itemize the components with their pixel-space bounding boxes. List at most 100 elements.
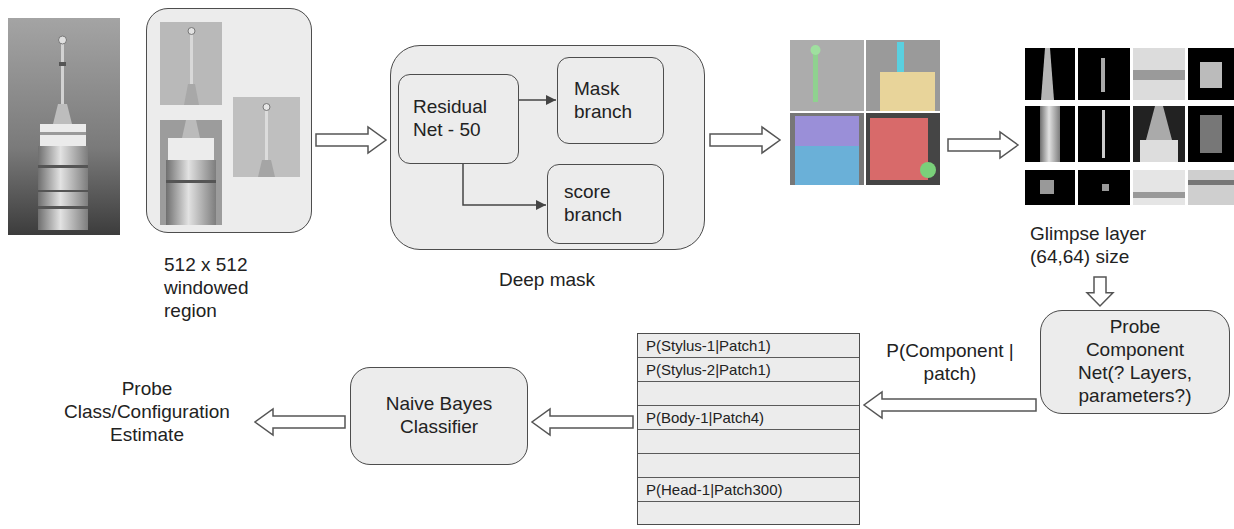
caption: 512 x 512 windowed region <box>164 254 289 322</box>
box-fill <box>350 367 528 465</box>
probe-photo <box>59 36 67 44</box>
box-fill <box>146 8 312 233</box>
glimpse-tiles <box>1041 48 1054 100</box>
connector-arrow <box>519 99 556 101</box>
caption: Deep mask <box>391 269 703 292</box>
connector-arrow <box>463 164 546 205</box>
windowed-crop <box>263 104 270 111</box>
glimpse-tiles <box>1188 48 1234 100</box>
flow-arrow <box>255 409 345 435</box>
glimpse-tiles <box>1133 192 1185 198</box>
windowed-crop <box>160 22 222 105</box>
probe-photo <box>40 132 86 135</box>
deep-mask-box: Deep maskResidual Net - 50Mask branchsco… <box>390 45 705 250</box>
process-box: Naive Bayes Classifier <box>350 367 528 465</box>
windowed-crop <box>168 138 214 160</box>
glimpse-tiles <box>1133 48 1185 100</box>
block-arrow <box>532 409 633 435</box>
glimpse-tiles <box>1078 48 1130 100</box>
glimpse-tiles <box>1146 106 1172 140</box>
edge-label: P(Component | patch) <box>875 340 1025 386</box>
process-box: Probe Component Net(? Layers, parameters… <box>1040 310 1230 414</box>
box-fill <box>637 333 860 525</box>
mask-output-images <box>866 40 940 111</box>
mask-output-images <box>795 146 859 185</box>
box-label: score branch <box>564 181 647 227</box>
mask-output-images <box>790 113 864 185</box>
mask-output-images <box>811 45 821 55</box>
glimpse-layer-group: Glimpse layer (64,64) size <box>1025 45 1234 273</box>
glimpse-tiles <box>1078 106 1130 162</box>
mask-output-images <box>790 40 864 111</box>
windowed-crop <box>182 120 200 138</box>
box-fill <box>146 8 1230 525</box>
table-cell: P(Stylus-1|Patch1) <box>638 334 859 358</box>
table-cell: P(Head-1|Patch300) <box>638 478 859 502</box>
probe-photo <box>59 62 66 66</box>
glimpse-tiles <box>1025 48 1234 205</box>
glimpse-tiles <box>1133 106 1185 162</box>
glimpse-tiles <box>1102 184 1109 191</box>
flow-arrow <box>710 127 780 153</box>
glimpse-tiles <box>1025 170 1075 205</box>
glimpse-tiles <box>1040 106 1060 162</box>
box-fill <box>390 45 705 250</box>
caption: Glimpse layer (64,64) size <box>1030 223 1170 269</box>
box-label: Naive Bayes Classifier <box>361 393 517 439</box>
glimpse-tiles <box>1101 58 1105 92</box>
process-box: Residual Net - 50 <box>398 74 519 164</box>
process-box: Mask branch <box>557 57 664 144</box>
box-fill <box>398 74 519 164</box>
probe-photo <box>38 146 88 230</box>
table-cell: P(Stylus-2|Patch1) <box>638 358 859 382</box>
probe-photo <box>40 124 86 146</box>
windowed-crop <box>160 22 300 225</box>
glimpse-tiles <box>1133 170 1185 205</box>
probe-photo <box>53 104 72 124</box>
glimpse-tiles <box>1078 170 1130 205</box>
windowed-crop <box>166 160 216 225</box>
glimpse-tiles <box>1200 62 1222 88</box>
process-box: score branch <box>547 164 664 244</box>
mask-output-images <box>897 42 904 72</box>
glimpse-tiles <box>1102 110 1105 158</box>
glimpse-tiles <box>1140 140 1178 162</box>
windowed-region-box: 512 x 512 windowed region <box>146 8 312 233</box>
glimpse-tiles <box>1025 48 1075 100</box>
windowed-crop <box>233 97 300 177</box>
flow-arrow <box>948 132 1018 158</box>
block-arrow <box>1087 277 1113 306</box>
mask-output-images <box>870 118 928 180</box>
mask-output-images <box>920 162 936 178</box>
windowed-crop <box>265 108 268 160</box>
box-label: Mask branch <box>574 78 647 124</box>
probe-photo <box>8 18 120 235</box>
windowed-crop <box>166 180 216 183</box>
probability-table: P(Stylus-1|Patch1)P(Stylus-2|Patch1) P(Bo… <box>637 333 860 525</box>
probe-photo <box>38 206 88 209</box>
glimpse-tiles <box>1188 106 1234 162</box>
mask-output-images <box>813 50 818 102</box>
box-label: Residual Net - 50 <box>413 96 504 142</box>
glimpse-tiles <box>1188 170 1234 205</box>
mask-output-images <box>790 40 940 185</box>
glimpse-tiles <box>1133 70 1185 80</box>
windowed-crop <box>188 28 195 35</box>
mask-output-images <box>795 116 859 146</box>
glimpse-tiles <box>1188 180 1234 185</box>
box-fill <box>557 57 664 144</box>
windowed-crop <box>190 32 193 84</box>
windowed-crop <box>160 120 222 225</box>
table-cell: P(Body-1|Patch4) <box>638 406 859 430</box>
glimpse-tiles <box>1200 115 1222 153</box>
windowed-crop <box>184 84 199 105</box>
probe-photo <box>61 42 64 104</box>
box-fill <box>1040 310 1230 414</box>
block-arrow <box>316 127 386 153</box>
box-label: Probe Component Net(? Layers, parameters… <box>1066 316 1204 407</box>
glimpse-tiles <box>1040 180 1054 194</box>
probe-photo <box>38 165 88 168</box>
mask-output-images <box>880 72 935 111</box>
probe-photo <box>8 18 120 235</box>
